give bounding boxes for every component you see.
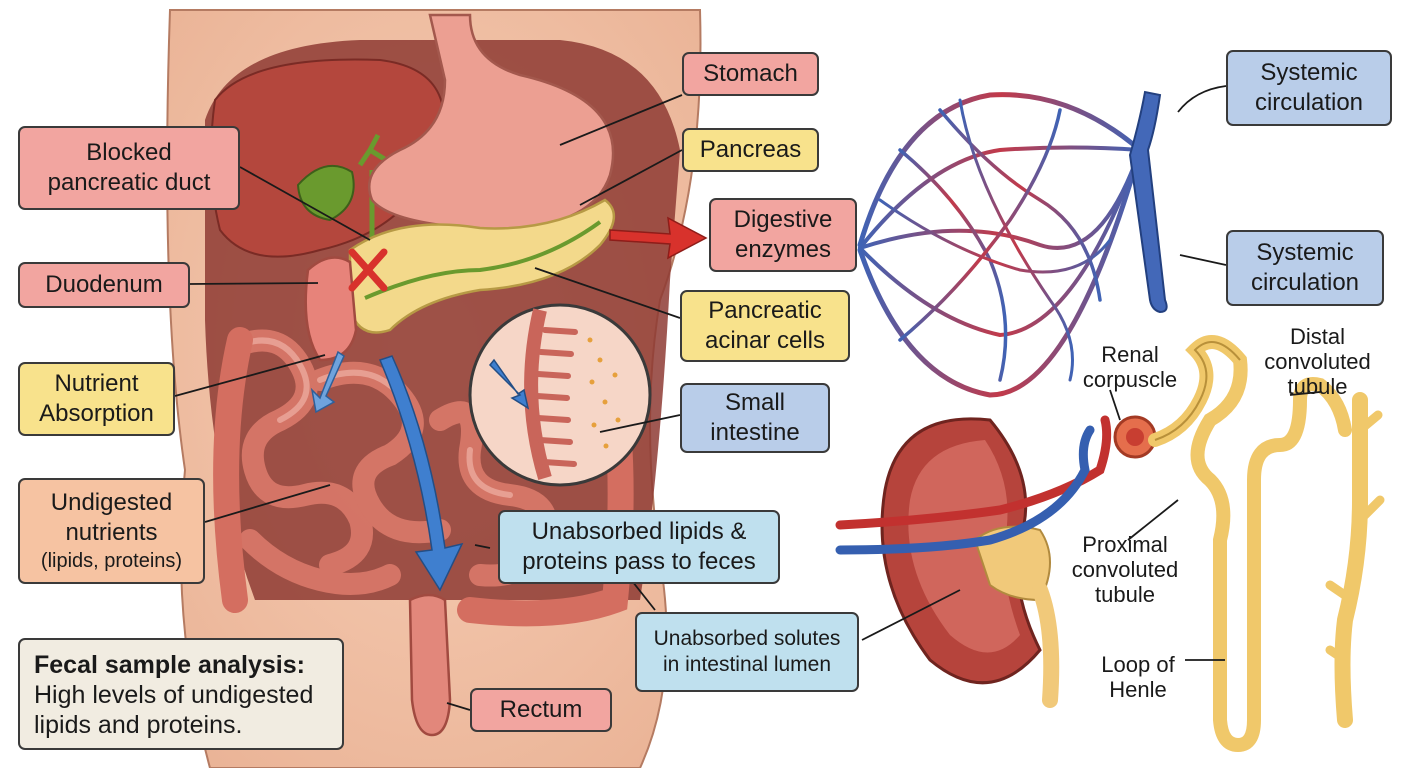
fecal-analysis-body: High levels of undigested lipids and pro… bbox=[34, 681, 314, 739]
ureter bbox=[1032, 582, 1060, 708]
absorption-arrow bbox=[310, 350, 345, 414]
pancreatic-duct bbox=[364, 220, 602, 300]
enzyme-arrow bbox=[609, 216, 708, 260]
proximal-tubule-label: Proximal convoluted tubule bbox=[1071, 532, 1179, 607]
undigested-nutrients-sub: (lipids, proteins) bbox=[40, 550, 183, 572]
magnifier-arrow bbox=[488, 358, 530, 410]
nutrient-absorption-label: Nutrient Absorption bbox=[18, 362, 175, 436]
bile-duct bbox=[357, 133, 388, 240]
duodenum-label: Duodenum bbox=[18, 262, 190, 308]
capillary-network bbox=[857, 92, 1143, 398]
systemic-circulation-top-label: Systemic circulation bbox=[1226, 50, 1392, 126]
blocked-duct-x-icon bbox=[348, 248, 388, 292]
pointer-lines bbox=[174, 85, 1321, 711]
loop-henle-label: Loop of Henle bbox=[1101, 652, 1175, 702]
systemic-circulation-bottom-label: Systemic circulation bbox=[1226, 230, 1384, 306]
renal-corpuscle-label: Renal corpuscle bbox=[1082, 342, 1178, 392]
unabsorbed-feces-label: Unabsorbed lipids & proteins pass to fec… bbox=[498, 510, 780, 584]
small-intestine-label: Small intestine bbox=[680, 383, 830, 453]
rectum-label: Rectum bbox=[470, 688, 612, 732]
renal-pelvis bbox=[973, 525, 1051, 602]
acinar-cells-label: Pancreatic acinar cells bbox=[680, 290, 850, 362]
pancreas bbox=[348, 198, 615, 334]
undigested-nutrients-text: Undigested nutrients bbox=[50, 489, 173, 546]
systemic-vein bbox=[1128, 90, 1168, 314]
rectum bbox=[408, 593, 452, 737]
fecal-analysis-heading: Fecal sample analysis: bbox=[34, 651, 305, 679]
collecting-duct bbox=[1334, 392, 1368, 728]
digestive-enzymes-label: Digestive enzymes bbox=[709, 198, 857, 272]
fecal-analysis-box: Fecal sample analysis: High levels of un… bbox=[18, 638, 344, 750]
duodenum bbox=[304, 256, 358, 362]
unabsorbed-solutes-label: Unabsorbed solutes in intestinal lumen bbox=[635, 612, 859, 692]
pancreas-label: Pancreas bbox=[682, 128, 819, 172]
distal-tubule-label: Distal convoluted tubule bbox=[1264, 324, 1371, 399]
feces-arrow bbox=[378, 355, 464, 592]
stomach-label: Stomach bbox=[682, 52, 819, 96]
undigested-nutrients-label: Undigested nutrients (lipids, proteins) bbox=[18, 478, 205, 584]
blocked-duct-label: Blocked pancreatic duct bbox=[18, 126, 240, 210]
